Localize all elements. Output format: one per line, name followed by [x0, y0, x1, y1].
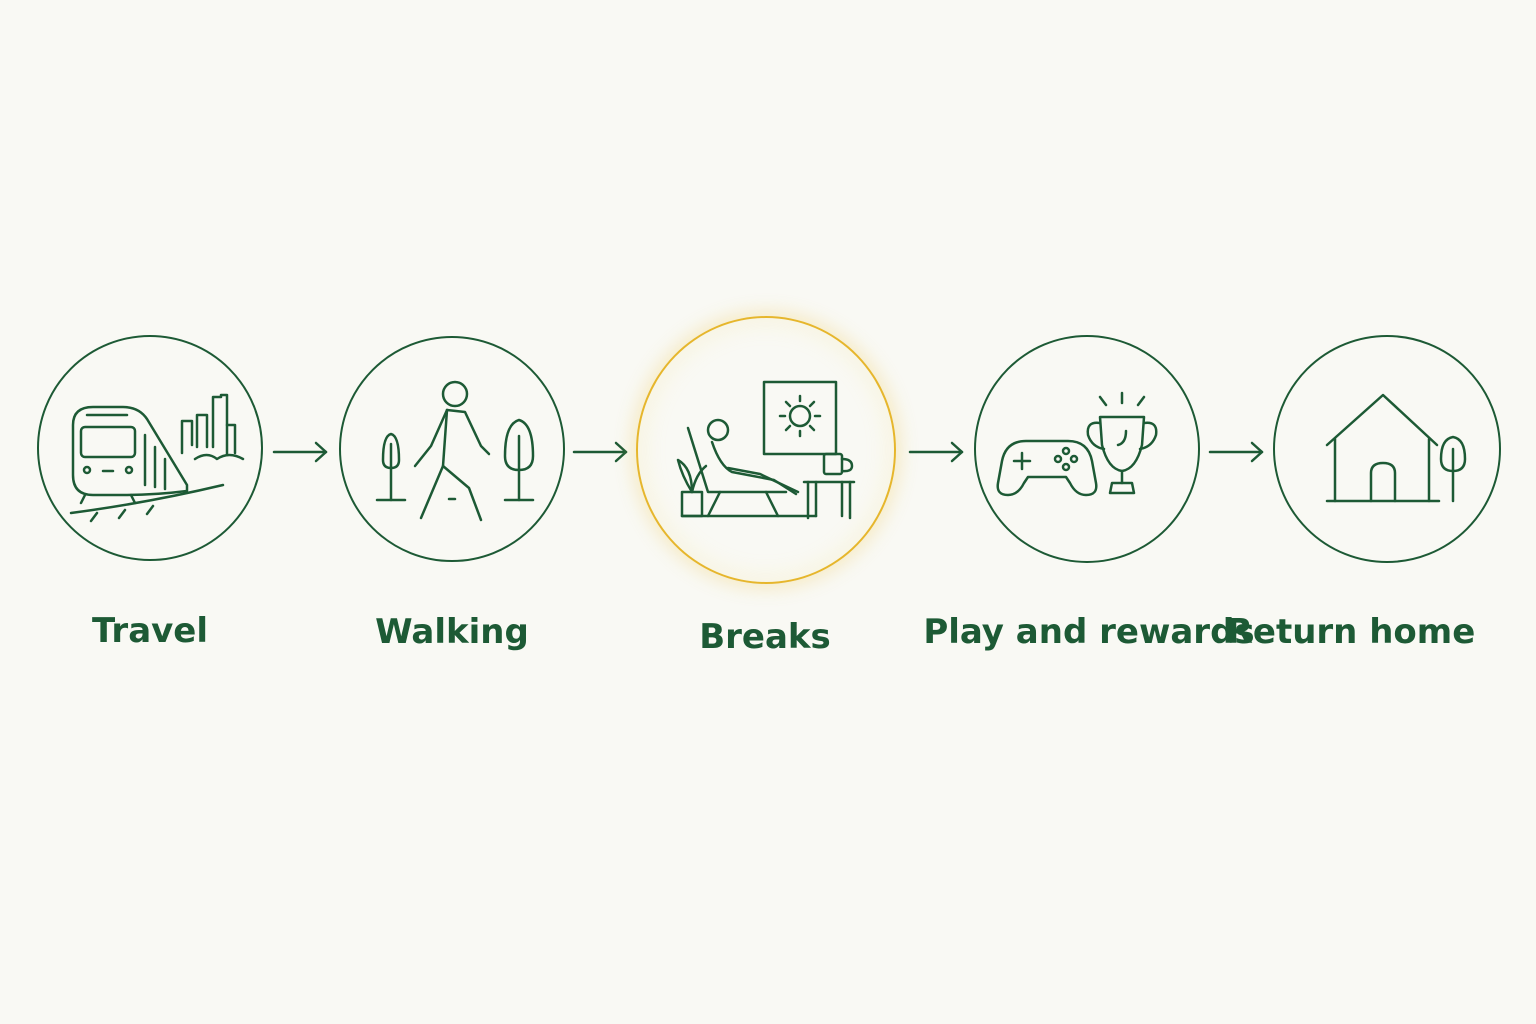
arrow-right-icon [908, 441, 964, 463]
step-label-walking: Walking [375, 612, 529, 652]
house-tree-icon [1325, 393, 1467, 503]
step-label-play-and-rewards: Play and rewards [923, 612, 1255, 652]
arrow-right-icon [272, 441, 328, 463]
step-label-return-home: Return home [1226, 612, 1476, 652]
step-circle-travel [37, 335, 263, 561]
gamepad-trophy-icon [996, 391, 1158, 497]
walking-person-icon [375, 380, 535, 522]
arrow-right-icon [572, 441, 628, 463]
train-city-icon [69, 393, 245, 523]
step-circle-play-and-rewards [974, 335, 1200, 563]
lounge-chair-rest-icon [676, 380, 856, 520]
step-label-travel: Travel [91, 611, 209, 651]
step-circle-walking [339, 336, 565, 562]
arrow-right-icon [1208, 441, 1264, 463]
step-circle-return-home [1273, 335, 1501, 563]
step-label-breaks: Breaks [699, 617, 831, 657]
step-circle-breaks [636, 316, 896, 584]
